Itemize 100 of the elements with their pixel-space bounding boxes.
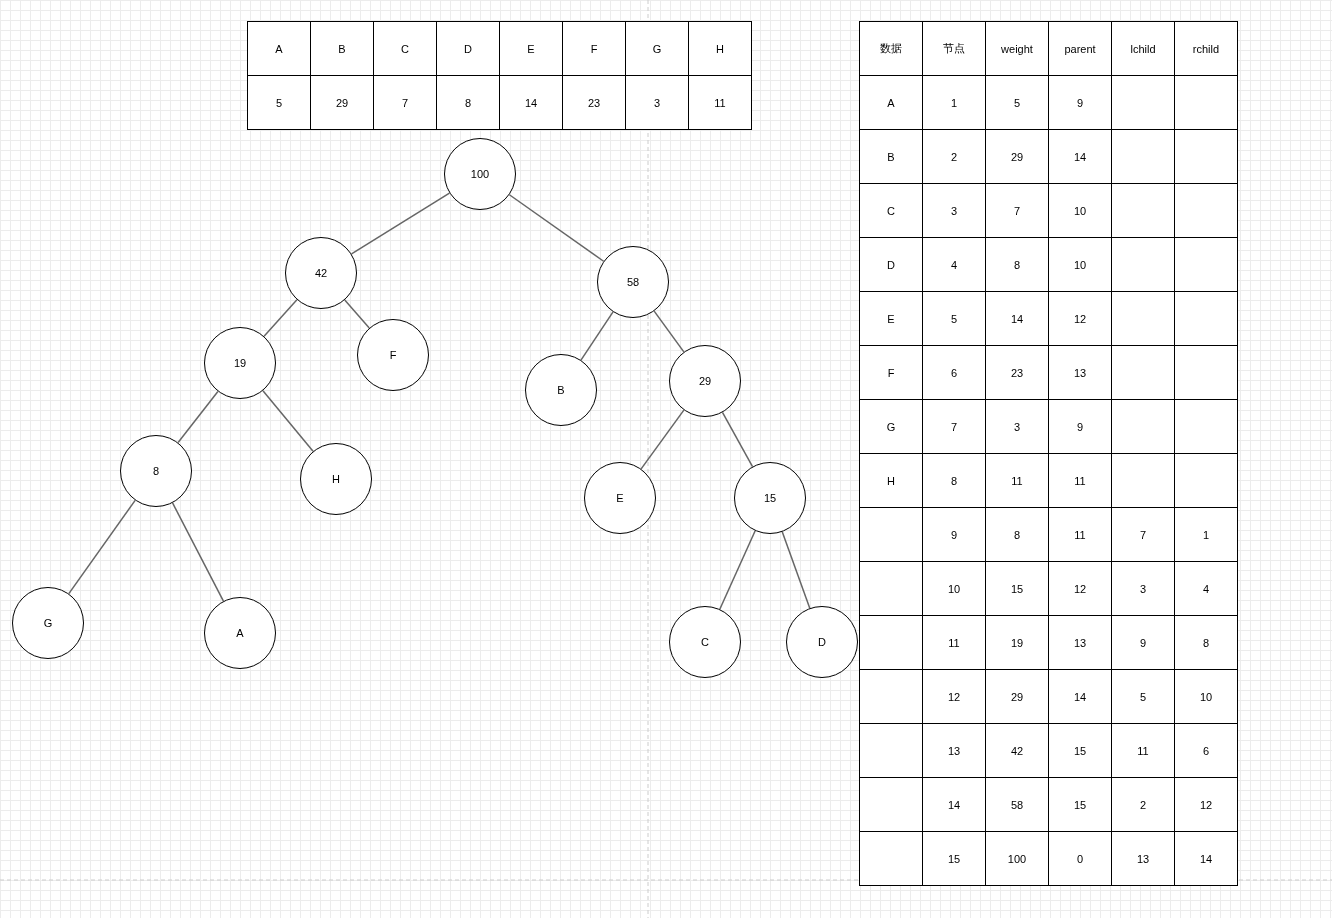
tree-node-circle: A <box>204 597 276 669</box>
table-cell: lchild <box>1111 21 1175 76</box>
tree-node-circle: G <box>12 587 84 659</box>
table-cell: 15 <box>985 561 1049 616</box>
table-cell: 4 <box>1174 561 1238 616</box>
table-cell: 7 <box>922 399 986 454</box>
table-cell: 9 <box>922 507 986 562</box>
table-cell: 42 <box>985 723 1049 778</box>
table-cell: 12 <box>1048 561 1112 616</box>
table-cell: 2 <box>922 129 986 184</box>
tree-node-circle: 42 <box>285 237 357 309</box>
table-cell: parent <box>1048 21 1112 76</box>
table-cell: 8 <box>1174 615 1238 670</box>
table-cell: 7 <box>1111 507 1175 562</box>
table-cell: 8 <box>985 507 1049 562</box>
tree-node-circle: H <box>300 443 372 515</box>
table-cell: 15 <box>1048 723 1112 778</box>
table-cell: 58 <box>985 777 1049 832</box>
tree-edge <box>508 194 605 262</box>
tree-edge <box>171 502 225 602</box>
tree-edge <box>350 192 451 255</box>
table-cell: 4 <box>922 237 986 292</box>
table-cell: 1 <box>1174 507 1238 562</box>
table-cell: 10 <box>1048 237 1112 292</box>
table-cell: 23 <box>562 75 626 130</box>
table-cell: 数据 <box>859 21 923 76</box>
table-cell: rchild <box>1174 21 1238 76</box>
tree-node-circle: 29 <box>669 345 741 417</box>
table-cell: 9 <box>1048 75 1112 130</box>
tree-node-circle: B <box>525 354 597 426</box>
table-cell: 2 <box>1111 777 1175 832</box>
table-cell: 11 <box>1111 723 1175 778</box>
table-cell: 3 <box>1111 561 1175 616</box>
table-cell: H <box>859 453 923 508</box>
tree-node-circle: 58 <box>597 246 669 318</box>
tree-node-circle: F <box>357 319 429 391</box>
table-cell: 29 <box>985 669 1049 724</box>
table-cell: 10 <box>1174 669 1238 724</box>
table-cell: 6 <box>1174 723 1238 778</box>
tree-edge <box>262 390 314 452</box>
tree-node-circle: 15 <box>734 462 806 534</box>
table-cell: 29 <box>985 129 1049 184</box>
table-cell: 1 <box>922 75 986 130</box>
table-cell: 8 <box>922 453 986 508</box>
table-cell: 9 <box>1111 615 1175 670</box>
table-cell: 13 <box>1048 345 1112 400</box>
table-cell: 29 <box>310 75 374 130</box>
table-cell: 15 <box>1048 777 1112 832</box>
table-cell: 0 <box>1048 831 1112 886</box>
tree-edge <box>719 530 756 610</box>
table-cell: 8 <box>985 237 1049 292</box>
table-cell: 11 <box>1048 507 1112 562</box>
table-cell: D <box>859 237 923 292</box>
table-cell: E <box>499 21 563 76</box>
tree-edge <box>781 531 811 609</box>
table-cell: 7 <box>985 183 1049 238</box>
table-cell: 100 <box>985 831 1049 886</box>
table-cell: 5 <box>1111 669 1175 724</box>
tree-node-circle: D <box>786 606 858 678</box>
table-cell: 3 <box>985 399 1049 454</box>
table-cell: 11 <box>922 615 986 670</box>
table-cell: 13 <box>1048 615 1112 670</box>
table-cell: 3 <box>922 183 986 238</box>
table-cell: 19 <box>985 615 1049 670</box>
table-cell: 14 <box>1048 129 1112 184</box>
table-cell: 14 <box>499 75 563 130</box>
table-cell: D <box>436 21 500 76</box>
table-cell: C <box>373 21 437 76</box>
table-cell: 10 <box>922 561 986 616</box>
table-cell: 11 <box>1048 453 1112 508</box>
tree-edge <box>580 311 614 361</box>
table-cell: 7 <box>373 75 437 130</box>
tree-edge <box>177 390 219 444</box>
table-cell: 11 <box>688 75 752 130</box>
table-cell: 10 <box>1048 183 1112 238</box>
tree-edge <box>68 499 136 595</box>
table-cell: F <box>562 21 626 76</box>
table-cell: 14 <box>1174 831 1238 886</box>
table-cell: 5 <box>922 291 986 346</box>
table-cell: 5 <box>247 75 311 130</box>
tree-node-circle: 8 <box>120 435 192 507</box>
tree-node-circle: 100 <box>444 138 516 210</box>
table-cell: 6 <box>922 345 986 400</box>
table-cell: A <box>247 21 311 76</box>
table-cell: C <box>859 183 923 238</box>
table-cell: 15 <box>922 831 986 886</box>
tree-edge <box>640 409 685 470</box>
table-cell: B <box>310 21 374 76</box>
table-cell: A <box>859 75 923 130</box>
table-cell: 12 <box>1174 777 1238 832</box>
table-cell: F <box>859 345 923 400</box>
tree-edge <box>344 299 370 329</box>
tree-edge <box>263 299 298 337</box>
table-cell: 14 <box>1048 669 1112 724</box>
tree-node-circle: C <box>669 606 741 678</box>
table-cell: 14 <box>985 291 1049 346</box>
table-cell: 12 <box>922 669 986 724</box>
table-cell: 13 <box>1111 831 1175 886</box>
table-cell: 3 <box>625 75 689 130</box>
table-cell: 13 <box>922 723 986 778</box>
